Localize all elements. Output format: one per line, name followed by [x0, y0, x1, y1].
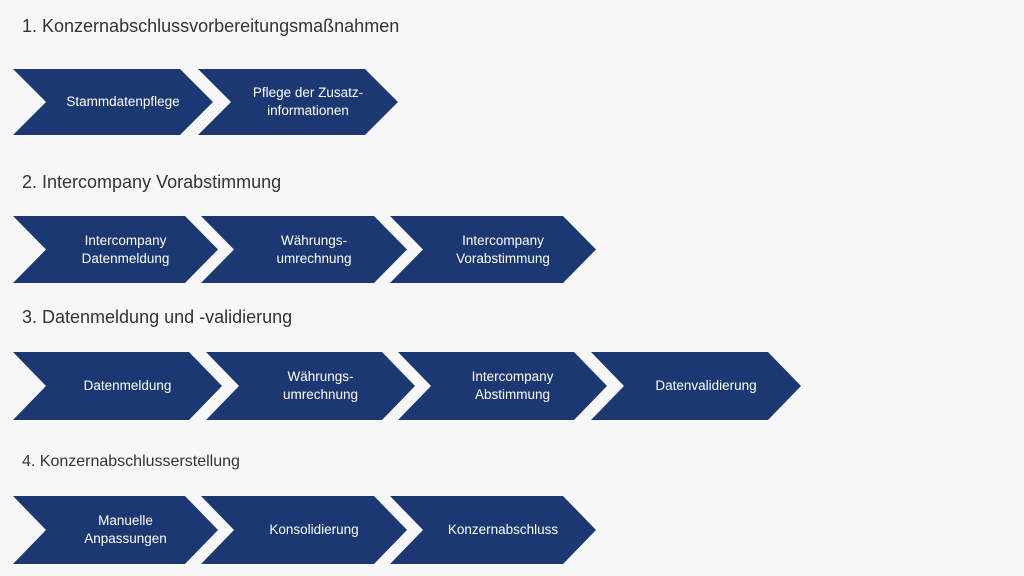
- step-label: Manuelle Anpassungen: [84, 513, 167, 546]
- section-4-heading: 4. Konzernabschlusserstellung: [22, 453, 240, 470]
- process-step: Währungs- umrechnung: [201, 216, 407, 283]
- step-label: Währungs- umrechnung: [282, 369, 359, 402]
- step-label: Datenmeldung: [83, 378, 172, 393]
- process-step: Pflege der Zusatz- informationen: [198, 69, 398, 135]
- process-step: Währungs- umrechnung: [206, 352, 415, 420]
- process-step: Konsolidierung: [201, 496, 407, 564]
- process-step: Datenvalidierung: [591, 352, 801, 420]
- step-label: Intercompany Abstimmung: [471, 369, 554, 402]
- step-label: Datenvalidierung: [655, 378, 757, 393]
- section-2-heading: 2. Intercompany Vorabstimmung: [22, 172, 282, 192]
- process-step: Intercompany Datenmeldung: [13, 216, 218, 283]
- process-step: Stammdatenpflege: [13, 69, 213, 135]
- section-1-heading: 1. Konzernabschlussvorbereitungsmaßnahme…: [22, 16, 400, 36]
- section-3-heading: 3. Datenmeldung und -validierung: [22, 307, 293, 327]
- process-step: Datenmeldung: [13, 352, 222, 420]
- step-label: Intercompany Vorabstimmung: [456, 232, 550, 266]
- step-label: Währungs- umrechnung: [276, 232, 352, 266]
- step-label: Konzernabschluss: [447, 522, 559, 537]
- process-step: Manuelle Anpassungen: [13, 496, 218, 564]
- step-label: Stammdatenpflege: [66, 94, 180, 109]
- process-step: Konzernabschluss: [390, 496, 596, 564]
- process-step: Intercompany Abstimmung: [398, 352, 607, 420]
- step-label: Konsolidierung: [269, 522, 359, 537]
- step-label: Pflege der Zusatz- informationen: [252, 85, 364, 118]
- step-label: Intercompany Datenmeldung: [81, 232, 170, 266]
- process-step: Intercompany Vorabstimmung: [390, 216, 596, 283]
